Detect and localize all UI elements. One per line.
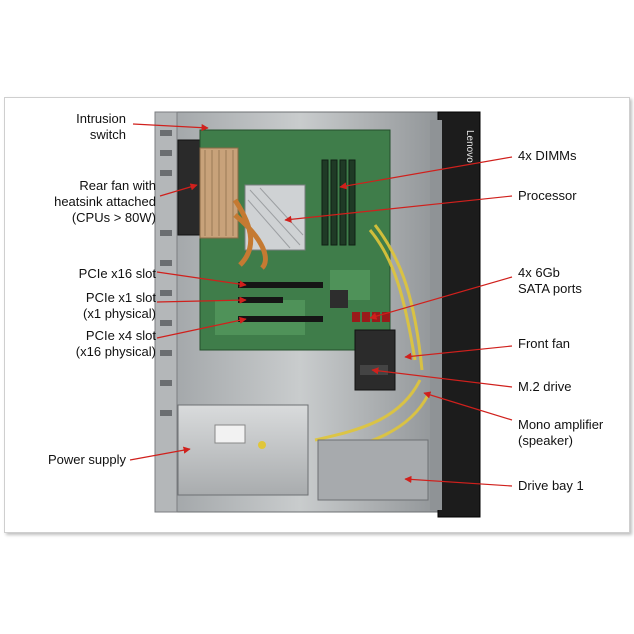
arrow-power-supply <box>129 446 191 461</box>
power-supply-unit <box>177 404 309 496</box>
arrow-pcie-x16 <box>156 271 247 288</box>
label-power-supply: Power supply <box>47 452 126 467</box>
label-pcie-x16: PCIe x16 slot <box>78 266 156 281</box>
label-front-fan: Front fan <box>518 336 571 351</box>
arrow-sata-ports <box>369 276 513 320</box>
callout-arrows <box>129 123 513 487</box>
label-pcie-x4: PCIe x4 slot(x16 physical) <box>75 328 156 359</box>
arrow-dimms <box>339 156 513 190</box>
label-drive-bay: Drive bay 1 <box>518 478 584 493</box>
arrow-processor <box>284 195 513 223</box>
arrow-rear-fan <box>159 183 198 197</box>
label-dimms: 4x DIMMs <box>518 148 577 163</box>
arrow-front-fan <box>404 345 513 360</box>
label-m2-drive: M.2 drive <box>518 379 572 394</box>
arrow-m2-drive <box>371 367 513 388</box>
arrow-drive-bay <box>404 475 513 487</box>
pcie-slots <box>238 282 323 322</box>
label-processor: Processor <box>518 188 577 203</box>
bezel-logo: Lenovo <box>464 130 475 163</box>
arrow-mono-amp <box>423 391 513 421</box>
drive-bay <box>317 439 429 501</box>
chipset <box>330 290 348 308</box>
arrow-pcie-x1 <box>156 296 247 304</box>
arrow-pcie-x4 <box>156 316 247 339</box>
label-pcie-x1: PCIe x1 slot(x1 physical) <box>83 290 156 321</box>
label-mono-amp: Mono amplifier(speaker) <box>518 417 604 448</box>
dimm-slots <box>321 159 356 246</box>
front-fan <box>354 329 396 391</box>
front-bezel <box>437 111 481 518</box>
arrow-intrusion-switch <box>132 123 209 132</box>
